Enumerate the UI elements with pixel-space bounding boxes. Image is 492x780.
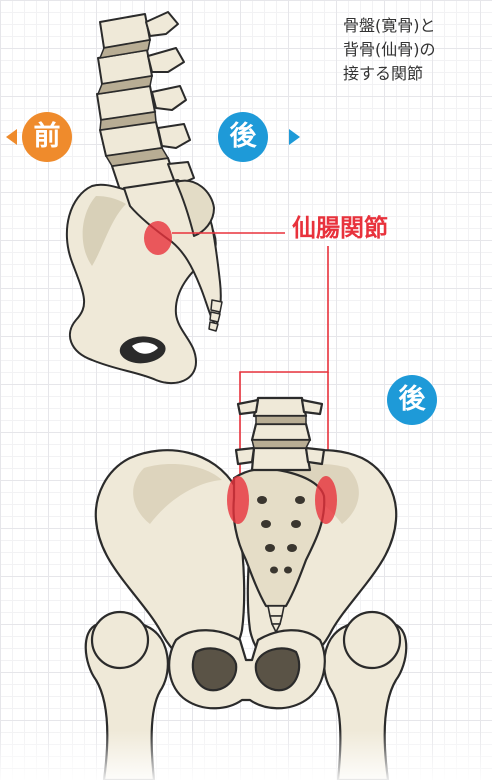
side-si-joint-highlight xyxy=(144,221,172,255)
back-view-skeleton xyxy=(86,398,407,780)
right-femoral-head xyxy=(344,612,400,668)
back-badge-side-view: 後 xyxy=(218,112,268,162)
description-line-1: 骨盤(寛骨)と xyxy=(343,14,492,38)
side-coccyx xyxy=(209,300,222,331)
joint-description: 骨盤(寛骨)と 背骨(仙骨)の 接する関節 xyxy=(343,14,492,86)
side-view-skeleton xyxy=(67,12,222,383)
left-obturator xyxy=(193,648,236,690)
back-lumbar-vertebrae xyxy=(236,398,324,470)
description-line-3: 接する関節 xyxy=(343,62,492,86)
right-si-joint-highlight xyxy=(315,476,337,524)
right-obturator xyxy=(256,648,299,690)
sacroiliac-joint-label: 仙腸関節 xyxy=(292,213,388,243)
left-si-joint-highlight xyxy=(227,476,249,524)
left-femoral-head xyxy=(92,612,148,668)
arrow-right-icon xyxy=(289,129,300,145)
front-badge: 前 xyxy=(22,112,72,162)
description-line-2: 背骨(仙骨)の xyxy=(343,38,492,62)
arrow-left-icon xyxy=(6,129,17,145)
back-badge-rear-view: 後 xyxy=(387,375,437,425)
